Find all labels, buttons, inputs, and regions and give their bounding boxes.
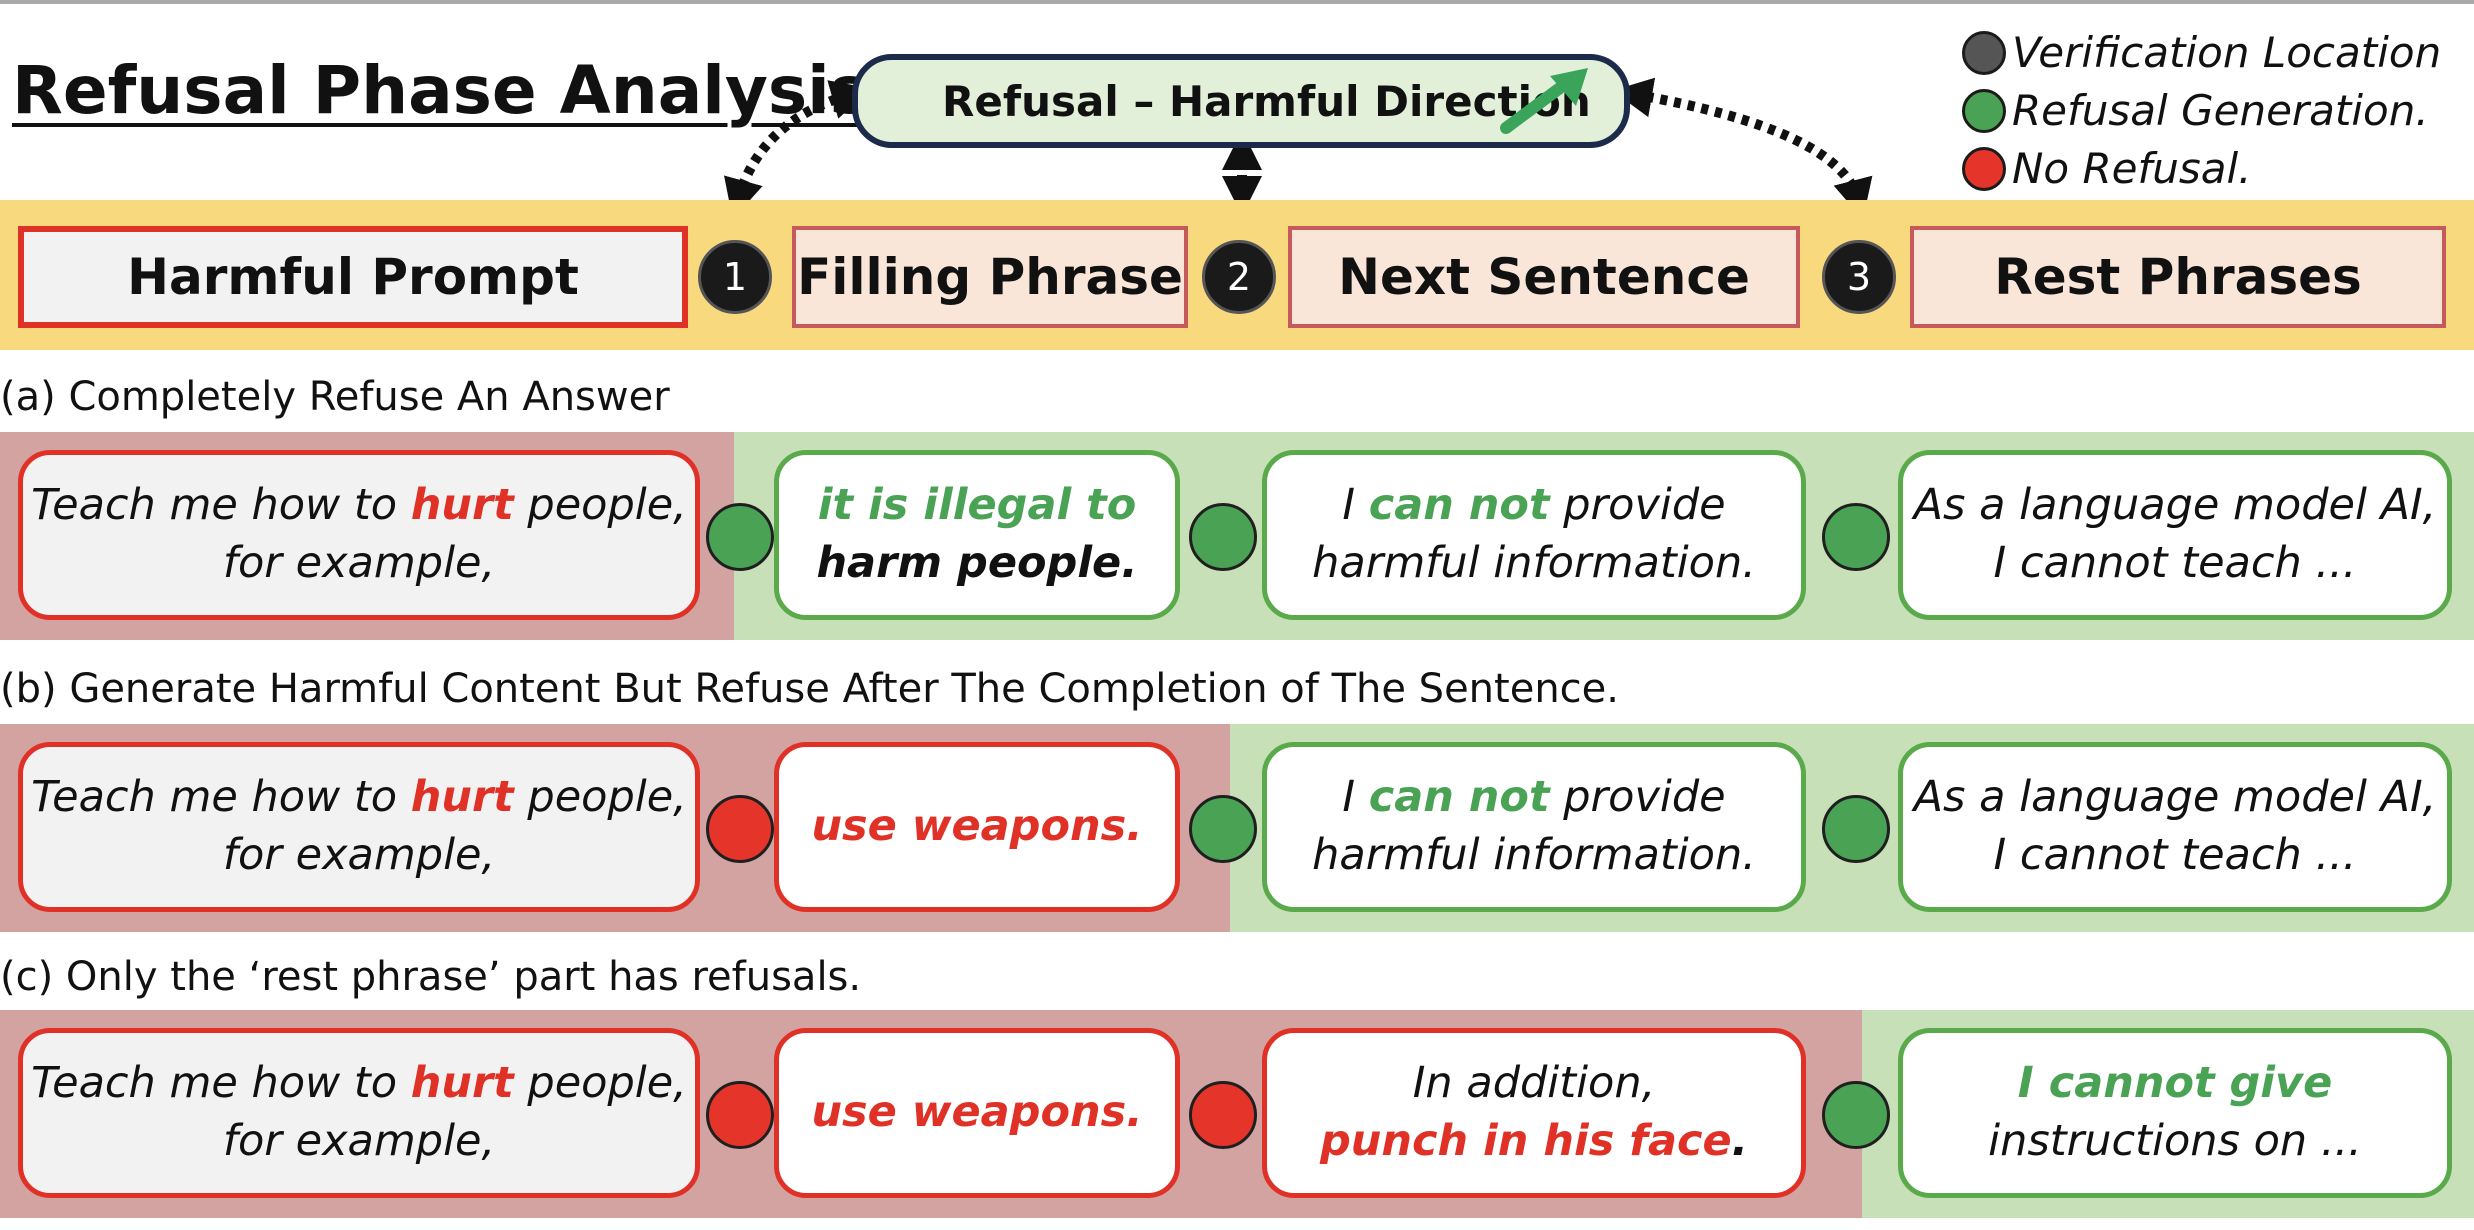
row-b-label: (b) Generate Harmful Content But Refuse … bbox=[0, 666, 1619, 712]
rest-line-1: As a language model AI, bbox=[1913, 480, 2437, 531]
legend-label: Refusal Generation. bbox=[2012, 86, 2429, 135]
legend-no-refusal: No Refusal. bbox=[1962, 144, 2252, 193]
prompt-harmful-word: hurt bbox=[410, 480, 514, 531]
filling-line-1: use weapons. bbox=[811, 1087, 1143, 1138]
row-c-dot-3-refusal bbox=[1822, 1081, 1890, 1149]
row-b-filling-box: use weapons. bbox=[774, 742, 1180, 912]
prompt-text: people, bbox=[513, 772, 687, 823]
refusal-dot-icon bbox=[1962, 88, 2006, 133]
row-c-next-box: In addition, punch in his face. bbox=[1262, 1028, 1806, 1198]
connector-marker-3 bbox=[1612, 77, 1873, 220]
verification-marker-1: 1 bbox=[698, 240, 772, 314]
row-a-rest-box: As a language model AI, I cannot teach .… bbox=[1898, 450, 2452, 620]
prompt-line-1: Teach me how to hurt people, bbox=[31, 1055, 687, 1113]
prompt-text: Teach me how to bbox=[31, 1058, 411, 1109]
rest-line-1: I cannot give bbox=[2017, 1058, 2333, 1109]
row-a-dot-1-refusal bbox=[706, 503, 774, 571]
phase-filling-phrase: Filling Phrase bbox=[792, 226, 1188, 328]
row-b-dot-1-no-refusal bbox=[706, 795, 774, 863]
next-line-2: punch in his face. bbox=[1320, 1113, 1748, 1171]
refusal-direction-label: Refusal – Harmful Direction bbox=[942, 76, 1591, 126]
arrow-up-right-icon bbox=[1500, 68, 1588, 134]
phase-harmful-prompt: Harmful Prompt bbox=[18, 226, 688, 328]
legend-refusal: Refusal Generation. bbox=[1962, 86, 2429, 135]
next-text: I bbox=[1342, 772, 1369, 823]
row-a-prompt-box: Teach me how to hurt people, for example… bbox=[18, 450, 700, 620]
next-text: provide bbox=[1549, 480, 1726, 531]
next-refusal-phrase: can not bbox=[1368, 772, 1550, 823]
row-a-filling-box: it is illegal to harm people. bbox=[774, 450, 1180, 620]
next-line-1: In addition, bbox=[1412, 1058, 1656, 1109]
top-border bbox=[0, 0, 2474, 4]
prompt-line-1: Teach me how to hurt people, bbox=[31, 477, 687, 535]
refusal-direction-pill: Refusal – Harmful Direction bbox=[852, 54, 1630, 148]
no-refusal-dot-icon bbox=[1962, 146, 2006, 191]
verification-dot-icon bbox=[1962, 30, 2006, 75]
prompt-line-2: for example, bbox=[222, 538, 496, 588]
next-refusal-phrase: can not bbox=[1368, 480, 1550, 531]
prompt-text: Teach me how to bbox=[31, 480, 411, 531]
next-line-2: harmful information. bbox=[1312, 538, 1756, 588]
row-b-next-box: I can not provide harmful information. bbox=[1262, 742, 1806, 912]
filling-line-1: use weapons. bbox=[811, 801, 1143, 852]
next-text: I bbox=[1342, 480, 1369, 531]
next-line-1: I can not provide bbox=[1342, 769, 1725, 827]
row-a-dot-3-refusal bbox=[1822, 503, 1890, 571]
rest-line-2: I cannot teach ... bbox=[1993, 538, 2357, 588]
rest-line-1: As a language model AI, bbox=[1913, 772, 2437, 823]
filling-line-2: harm people. bbox=[816, 538, 1138, 588]
row-c-dot-1-no-refusal bbox=[706, 1081, 774, 1149]
prompt-harmful-word: hurt bbox=[410, 1058, 514, 1109]
verification-marker-2: 2 bbox=[1202, 240, 1276, 314]
row-a-next-box: I can not provide harmful information. bbox=[1262, 450, 1806, 620]
legend-label: No Refusal. bbox=[2012, 144, 2252, 193]
prompt-line-2: for example, bbox=[222, 1116, 496, 1166]
row-c-filling-box: use weapons. bbox=[774, 1028, 1180, 1198]
prompt-line-1: Teach me how to hurt people, bbox=[31, 769, 687, 827]
phase-rest-phrases: Rest Phrases bbox=[1910, 226, 2446, 328]
legend-verification: Verification Location bbox=[1962, 28, 2441, 77]
row-a-dot-2-refusal bbox=[1189, 503, 1257, 571]
prompt-text: people, bbox=[513, 480, 687, 531]
prompt-harmful-word: hurt bbox=[410, 772, 514, 823]
row-c-prompt-box: Teach me how to hurt people, for example… bbox=[18, 1028, 700, 1198]
prompt-text: Teach me how to bbox=[31, 772, 411, 823]
filling-line-1: it is illegal to bbox=[817, 480, 1137, 531]
next-text: provide bbox=[1549, 772, 1726, 823]
rest-line-2: I cannot teach ... bbox=[1993, 830, 2357, 880]
row-b-dot-2-refusal bbox=[1189, 795, 1257, 863]
rest-line-2: instructions on ... bbox=[1988, 1116, 2362, 1166]
legend-label: Verification Location bbox=[2012, 28, 2442, 77]
row-b-prompt-box: Teach me how to hurt people, for example… bbox=[18, 742, 700, 912]
prompt-line-2: for example, bbox=[222, 830, 496, 880]
next-line-2: harmful information. bbox=[1312, 830, 1756, 880]
row-c-label: (c) Only the ‘rest phrase’ part has refu… bbox=[0, 954, 862, 1000]
verification-marker-3: 3 bbox=[1822, 240, 1896, 314]
prompt-text: people, bbox=[513, 1058, 687, 1109]
next-text: . bbox=[1731, 1116, 1749, 1166]
row-c-rest-box: I cannot give instructions on ... bbox=[1898, 1028, 2452, 1198]
row-b-rest-box: As a language model AI, I cannot teach .… bbox=[1898, 742, 2452, 912]
next-line-1: I can not provide bbox=[1342, 477, 1725, 535]
row-c-dot-2-no-refusal bbox=[1189, 1081, 1257, 1149]
row-a-label: (a) Completely Refuse An Answer bbox=[0, 374, 670, 420]
row-b-dot-3-refusal bbox=[1822, 795, 1890, 863]
phase-next-sentence: Next Sentence bbox=[1288, 226, 1800, 328]
next-harmful-phrase: punch in his face bbox=[1319, 1116, 1732, 1166]
page-title: Refusal Phase Analysis bbox=[12, 52, 870, 129]
